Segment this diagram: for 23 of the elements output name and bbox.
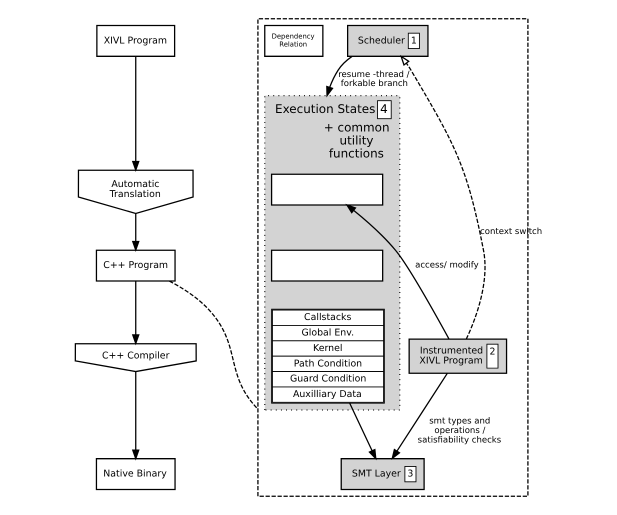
- edge-label: access/ modify: [415, 260, 479, 271]
- connector: [169, 280, 258, 410]
- node-box: Native Binary: [96, 458, 176, 490]
- node-box: C++ Program: [96, 250, 176, 282]
- node-box: XIVL Program: [96, 24, 176, 57]
- node-box: [270, 250, 384, 282]
- arrow: [349, 403, 377, 460]
- arrow: [132, 214, 140, 252]
- node-box: Instrumented XIVL Program 2: [408, 338, 508, 374]
- node-box: [270, 174, 384, 206]
- edge-label: context switch: [480, 226, 542, 237]
- arrow: [132, 281, 140, 346]
- arrow: [391, 373, 448, 460]
- node-box: SMT Layer 3: [340, 458, 425, 490]
- arrow: [132, 372, 140, 461]
- arrow: [400, 54, 486, 340]
- node-box: Scheduler 1: [347, 24, 429, 57]
- node-label: + common utility functions: [324, 120, 390, 160]
- arrow: [345, 204, 450, 340]
- edge-label: smt types and operations / satisfiability checks: [418, 416, 502, 446]
- edge-label: resume -thread / forkable branch: [338, 70, 410, 90]
- arrow: [326, 56, 352, 98]
- arrow: [132, 56, 140, 172]
